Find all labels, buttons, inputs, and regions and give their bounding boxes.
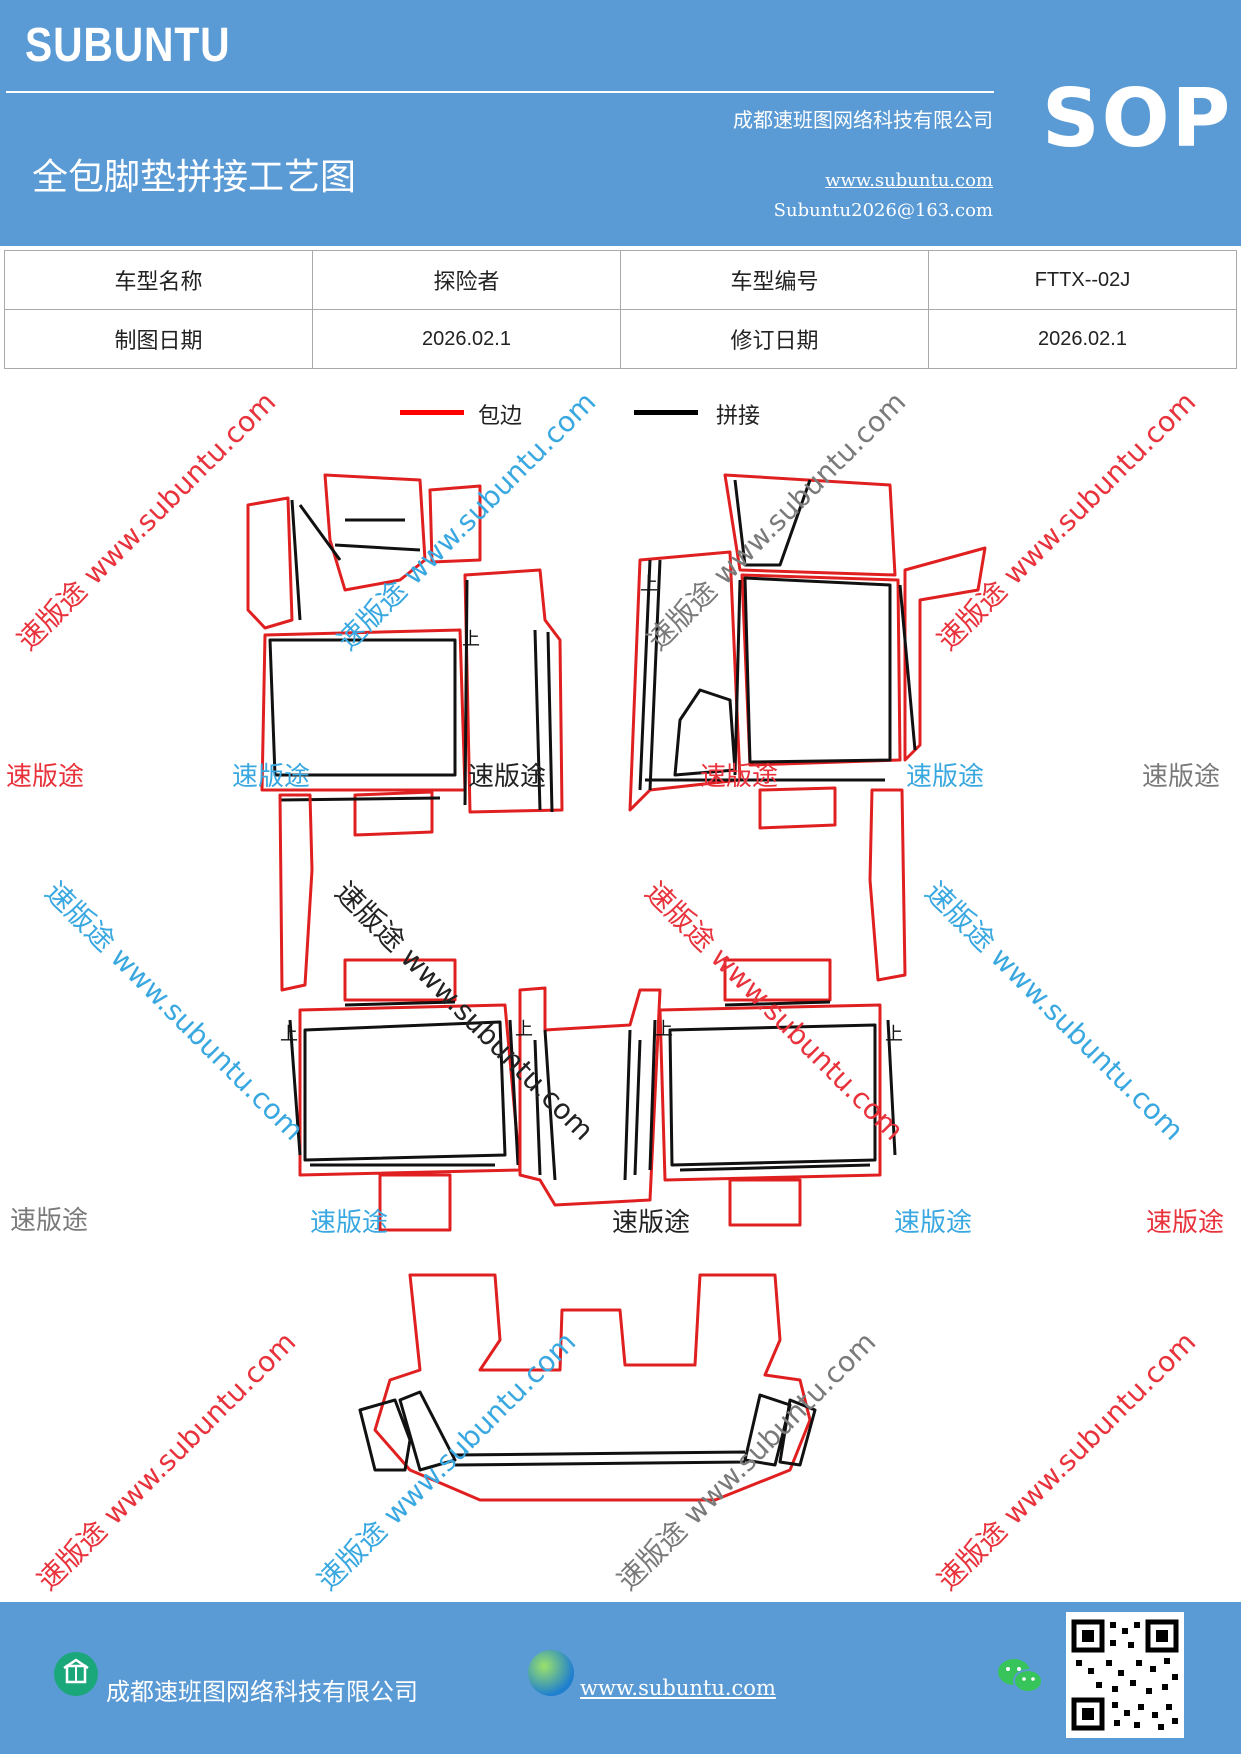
mat-second-left-edge [298,958,522,1232]
model-code-value: FTTX--02J [928,250,1237,310]
page-title: 全包脚垫拼接工艺图 [32,157,357,198]
footer-website-link[interactable]: www.subuntu.com [580,1676,776,1700]
mat-front-left-splice [268,499,554,813]
mat-second-right-splice [648,1000,897,1172]
mat-second-center-edge [518,986,662,1207]
wechat-icon[interactable] [996,1656,1044,1696]
sop-label: SOP [1042,72,1233,165]
mat-front-right-edge [628,473,987,830]
mat-second-right-edge [658,958,882,1227]
mat-front-right-splice [638,479,917,791]
mat-side-left [278,793,314,992]
watermark-text: 速版途 [468,762,547,792]
draw-date-label: 制图日期 [4,309,313,369]
top-mark: 上 [885,1024,903,1045]
watermark-text: 速版途 [894,1208,973,1238]
watermark-text: 速版途 [1146,1208,1225,1238]
model-name-label: 车型名称 [4,250,313,310]
legend-black-line [634,410,698,415]
company-icon [54,1652,98,1696]
watermark-text: 速版途 [10,1206,89,1236]
watermark-text: 速版途 [700,762,779,792]
top-mark: 上 [515,1019,533,1040]
top-mark: 上 [640,574,658,595]
watermark-text: 速版途 [1142,762,1221,792]
table-row: 制图日期 2026.02.1 修订日期 2026.02.1 [4,309,1237,369]
header-email: Subuntu2026@163.com [773,200,993,221]
mat-second-center-splice [533,1029,642,1181]
watermark-text: 速版途 [6,762,85,792]
header-bar: SUBUNTU 成都速班图网络科技有限公司 SOP 全包脚垫拼接工艺图 www.… [0,0,1241,246]
watermark-text: 速版途 [232,762,311,792]
header-company: 成都速班图网络科技有限公司 [733,108,993,132]
mat-third-row-edge [373,1273,812,1502]
watermark-text: 速版途 [906,762,985,792]
model-name-value: 探险者 [312,250,621,310]
globe-icon [528,1650,574,1696]
brand-logo: SUBUNTU [25,19,231,72]
mat-third-row-splice [358,1390,817,1472]
top-mark: 上 [280,1024,298,1045]
draw-date-value: 2026.02.1 [312,309,621,369]
table-row: 车型名称 探险者 车型编号 FTTX--02J [4,250,1237,310]
model-code-label: 车型编号 [620,250,929,310]
mat-side-right [868,788,907,982]
header-website-link[interactable]: www.subuntu.com [825,170,993,191]
header-divider [6,91,994,93]
qr-code [1066,1612,1184,1738]
top-mark: 上 [462,629,480,650]
footer-bar [0,1602,1241,1754]
revise-date-value: 2026.02.1 [928,309,1237,369]
legend-splice-label: 拼接 [716,404,761,429]
legend-red-line [400,410,464,415]
watermark-text: 速版途 [612,1208,691,1238]
info-table: 车型名称 探险者 车型编号 FTTX--02J 制图日期 2026.02.1 修… [4,250,1237,369]
footer-company: 成都速班图网络科技有限公司 [106,1678,418,1706]
mat-second-left-splice [288,1000,520,1167]
top-mark: 上 [655,1019,673,1040]
legend-edge-label: 包边 [478,404,523,429]
watermark-text: 速版途 [310,1208,389,1238]
revise-date-label: 修订日期 [620,309,929,369]
